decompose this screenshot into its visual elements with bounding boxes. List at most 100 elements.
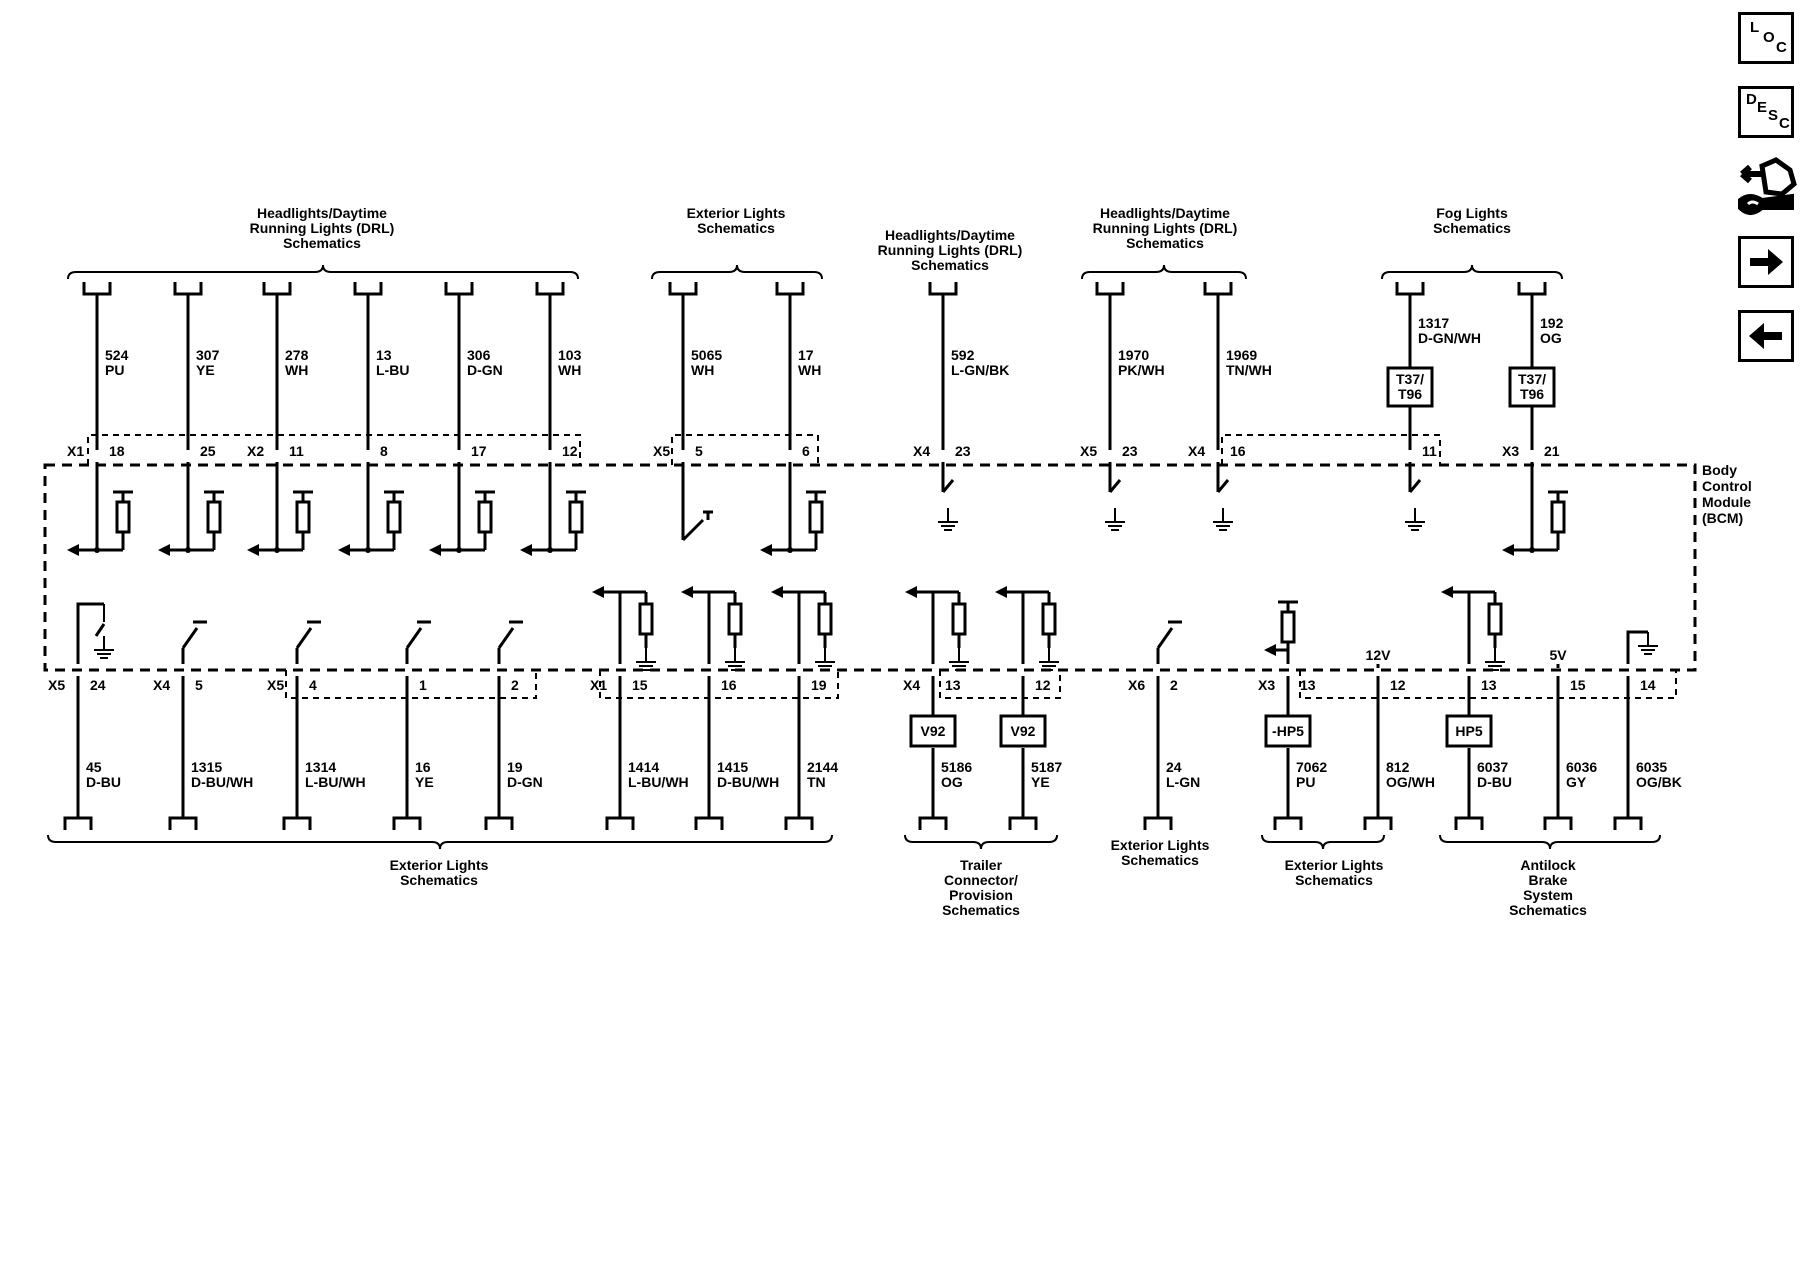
arrow xyxy=(67,544,79,556)
wire-color: TN/WH xyxy=(1226,362,1272,378)
bottom-group-label: Schematics xyxy=(942,902,1020,918)
bottom-brace xyxy=(47,834,833,850)
switch xyxy=(1156,627,1174,649)
terminal xyxy=(1517,282,1547,296)
bcm-label: Module xyxy=(1702,494,1751,510)
wire-color: L-BU/WH xyxy=(305,774,366,790)
terminal xyxy=(173,282,203,296)
bottom-group-label: System xyxy=(1523,887,1573,903)
pull-down-resistor xyxy=(1487,602,1503,636)
pin-number: 18 xyxy=(109,443,125,459)
connector-id: X5 xyxy=(653,443,670,459)
arrow xyxy=(247,544,259,556)
terminal xyxy=(918,816,948,830)
wire xyxy=(76,602,104,664)
loc-button[interactable]: L O C xyxy=(1738,12,1794,64)
wire-color: TN xyxy=(807,774,826,790)
bottom-group-label: Exterior Lights xyxy=(1285,857,1384,873)
circuit-number: 6036 xyxy=(1566,759,1597,775)
voltage-label: 12V xyxy=(1366,647,1392,663)
terminal xyxy=(1203,282,1233,296)
wire-color: OG/WH xyxy=(1386,774,1435,790)
connector-box xyxy=(1221,434,1441,465)
bcm-label: (BCM) xyxy=(1702,510,1743,526)
next-page-button[interactable] xyxy=(1738,236,1794,288)
option-label: -HP5 xyxy=(1272,723,1304,739)
pull-down-resistor xyxy=(727,602,743,636)
pull-up-resistor xyxy=(1280,610,1296,644)
arrow xyxy=(1502,544,1514,556)
arrow xyxy=(1264,644,1276,656)
loc-letter-c: C xyxy=(1776,39,1787,56)
top-group-label: Exterior Lights xyxy=(687,205,786,221)
pull-down-resistor xyxy=(1041,602,1057,636)
pull-up-resistor xyxy=(206,500,222,534)
terminal xyxy=(1008,816,1038,830)
connector-id: X4 xyxy=(1188,443,1205,459)
arrow xyxy=(158,544,170,556)
wire-color: WH xyxy=(558,362,581,378)
terminal xyxy=(928,282,958,296)
circuit-number: 307 xyxy=(196,347,220,363)
desc-letter-c: C xyxy=(1779,115,1790,132)
terminal xyxy=(1543,816,1573,830)
previous-page-button[interactable] xyxy=(1738,310,1794,362)
switch xyxy=(1108,479,1122,493)
pin-number: 4 xyxy=(309,677,317,693)
pull-up-resistor xyxy=(568,500,584,534)
terminal xyxy=(1395,282,1425,296)
top-group-label: Headlights/Daytime xyxy=(257,205,387,221)
pin-number: 16 xyxy=(721,677,737,693)
wire-color: YE xyxy=(1031,774,1050,790)
wire-color: L-GN xyxy=(1166,774,1200,790)
circuit-number: 13 xyxy=(376,347,392,363)
connector-box xyxy=(87,434,581,465)
connector-end-view-icon[interactable] xyxy=(1736,156,1798,222)
arrow xyxy=(429,544,441,556)
circuit-number: 6035 xyxy=(1636,759,1667,775)
circuit-number: 306 xyxy=(467,347,491,363)
connector-id: X4 xyxy=(913,443,930,459)
pin-number: 5 xyxy=(695,443,703,459)
connector-id: X1 xyxy=(67,443,84,459)
wire-color: L-BU/WH xyxy=(628,774,689,790)
arrow xyxy=(771,586,783,598)
circuit-number: 1969 xyxy=(1226,347,1257,363)
pin-number: 6 xyxy=(802,443,810,459)
connector-box xyxy=(599,670,839,699)
pin-number: 16 xyxy=(1230,443,1246,459)
connector-id: X3 xyxy=(1258,677,1275,693)
top-group-label: Schematics xyxy=(1126,235,1204,251)
bottom-group-label: Exterior Lights xyxy=(1111,837,1210,853)
terminal xyxy=(694,816,724,830)
bottom-group-label: Schematics xyxy=(1295,872,1373,888)
pin-number: 13 xyxy=(1300,677,1316,693)
top-group-label: Headlights/Daytime xyxy=(1100,205,1230,221)
pull-up-resistor xyxy=(1550,500,1566,534)
pin-number: 23 xyxy=(955,443,971,459)
circuit-number: 5065 xyxy=(691,347,722,363)
option-label: V92 xyxy=(1011,723,1036,739)
bottom-brace xyxy=(1261,834,1385,850)
terminal xyxy=(82,282,112,296)
wire-color: OG/BK xyxy=(1636,774,1682,790)
pin-number: 15 xyxy=(632,677,648,693)
pin-number: 17 xyxy=(471,443,487,459)
bottom-group-label: Provision xyxy=(949,887,1013,903)
pull-up-resistor xyxy=(386,500,402,534)
desc-button[interactable]: D E S C xyxy=(1738,86,1794,138)
circuit-number: 5187 xyxy=(1031,759,1062,775)
top-brace xyxy=(67,264,579,280)
bottom-group-label: Antilock xyxy=(1520,857,1575,873)
wire-color: WH xyxy=(285,362,308,378)
circuit-number: 278 xyxy=(285,347,309,363)
terminal xyxy=(444,282,474,296)
desc-letter-d: D xyxy=(1746,91,1757,108)
terminal xyxy=(168,816,198,830)
pin-number: 15 xyxy=(1570,677,1586,693)
